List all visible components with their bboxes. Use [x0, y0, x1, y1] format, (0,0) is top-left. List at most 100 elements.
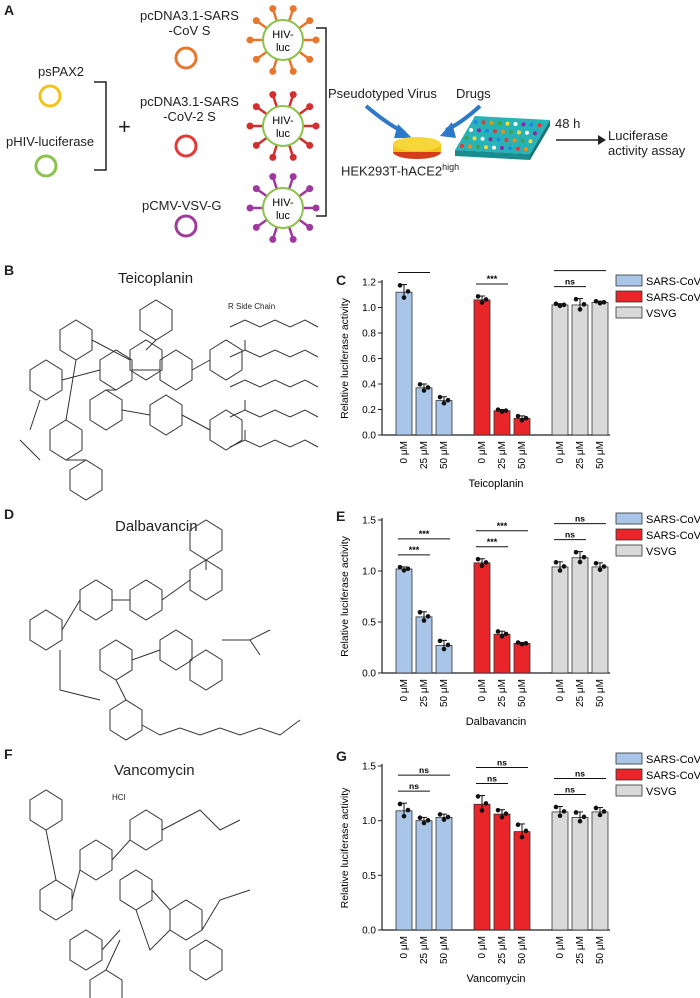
replicate-point [445, 814, 451, 820]
y-tick-label: 0.8 [362, 329, 376, 340]
well-dot [476, 144, 480, 149]
replicate-point [581, 302, 587, 307]
well-dot [473, 120, 478, 124]
replicate-point [417, 610, 423, 615]
replicate-point [495, 629, 501, 634]
significance-label: ns [575, 270, 585, 271]
vancomycin-title: Vancomycin [114, 762, 195, 779]
y-tick-label: 1.5 [362, 516, 376, 527]
sars-cov-s-plasmid-icon [174, 46, 198, 70]
significance-label: *** [419, 529, 430, 539]
bar [435, 400, 453, 436]
legend-label: SARS-CoV [646, 754, 700, 766]
replicate-point [445, 642, 451, 648]
virus-spike-tip [269, 173, 277, 181]
well-dot [512, 138, 517, 143]
x-tick-label: 0 μM [477, 679, 488, 701]
plasmid-label-pspax2: psPAX2 [38, 64, 85, 79]
significance-label: ns [487, 774, 497, 784]
replicate-point [479, 563, 485, 568]
bar [473, 562, 491, 674]
well-dot [524, 147, 528, 152]
panel-letter-g: G [336, 748, 347, 764]
replicate-point [523, 828, 529, 834]
well-dot [485, 128, 489, 133]
x-tick-label: 50 μM [595, 441, 606, 469]
replicate-point [417, 382, 423, 387]
y-axis-label: Relative luciferase activity [339, 535, 351, 657]
well-dot [529, 122, 534, 127]
replicate-point [503, 408, 509, 413]
x-tick-label: 0 μM [399, 936, 410, 958]
x-tick-label: 25 μM [575, 936, 586, 964]
bar [513, 831, 531, 931]
y-tick-label: 0.0 [362, 926, 376, 937]
panel-letter-f: F [4, 746, 13, 762]
well-dot [517, 130, 521, 135]
left-bracket [94, 81, 107, 171]
virus-spike-tip [269, 67, 277, 75]
cell-dish-icon [393, 137, 441, 159]
x-tick-label: 0 μM [399, 679, 410, 701]
panel-letter-c: C [336, 272, 347, 288]
replicate-point [483, 801, 489, 806]
replicate-point [557, 568, 563, 573]
well-dot [481, 120, 486, 125]
virus-spike-tip [289, 173, 297, 181]
bar [493, 410, 511, 436]
drugs-label: Drugs [456, 86, 491, 101]
replicate-point [401, 813, 407, 819]
x-tick-label: 0 μM [477, 441, 488, 463]
bar [473, 299, 491, 436]
replicate-point [437, 638, 443, 644]
replicate-point [573, 549, 579, 555]
vsv-g-plasmid-icon [174, 214, 198, 238]
y-tick-label: 0.5 [362, 618, 376, 629]
replicate-point [499, 409, 505, 414]
replicate-point [405, 807, 411, 813]
virus-spike-tip [252, 223, 260, 231]
replicate-point [437, 394, 443, 400]
bar [591, 811, 609, 931]
replicate-point [425, 385, 431, 390]
x-tick-label: 50 μM [517, 936, 528, 964]
replicate-point [561, 564, 567, 569]
virus-capsid [262, 19, 304, 61]
replicate-point [495, 407, 501, 412]
replicate-point [437, 812, 443, 817]
replicate-point [523, 415, 529, 421]
cell-line-label: HEK293T-hACE2high [341, 162, 460, 179]
pspax2-plasmid-icon [38, 84, 62, 108]
well-dot [513, 122, 518, 126]
legend-swatch [615, 512, 643, 525]
replicate-point [405, 289, 411, 294]
legend-swatch [615, 528, 643, 541]
well-dot [468, 144, 472, 149]
virus-spike-tip [306, 55, 314, 63]
well-dot [460, 144, 464, 148]
panel-letter-e: E [336, 508, 346, 524]
x-axis-label: Teicoplanin [468, 478, 523, 490]
replicate-point [401, 295, 407, 300]
pseudotyped-virus-label: Pseudotyped Virus [328, 86, 437, 101]
x-tick-label: 50 μM [595, 936, 606, 964]
envelope-label-vsv-g: pCMV-VSV-G [142, 198, 222, 213]
well-dot [505, 121, 510, 126]
bar [415, 616, 433, 674]
well-dot [533, 131, 537, 136]
virus-spike-tip [269, 91, 277, 99]
bar [395, 810, 413, 931]
replicate-point [553, 560, 559, 565]
y-axis-label: Relative luciferase activity [339, 297, 351, 419]
significance-label: ns [497, 758, 507, 768]
y-tick-label: 0.0 [362, 669, 376, 680]
replicate-point [597, 567, 603, 573]
virus-spike-tip [306, 185, 314, 193]
hcl-label: HCl [112, 793, 126, 802]
significance-label: ns [575, 768, 585, 778]
virus-label-bottom: luc [276, 42, 291, 54]
virus-spike-tip [312, 36, 320, 44]
significance-label: ns [419, 765, 429, 775]
y-tick-label: 1.0 [362, 303, 376, 314]
